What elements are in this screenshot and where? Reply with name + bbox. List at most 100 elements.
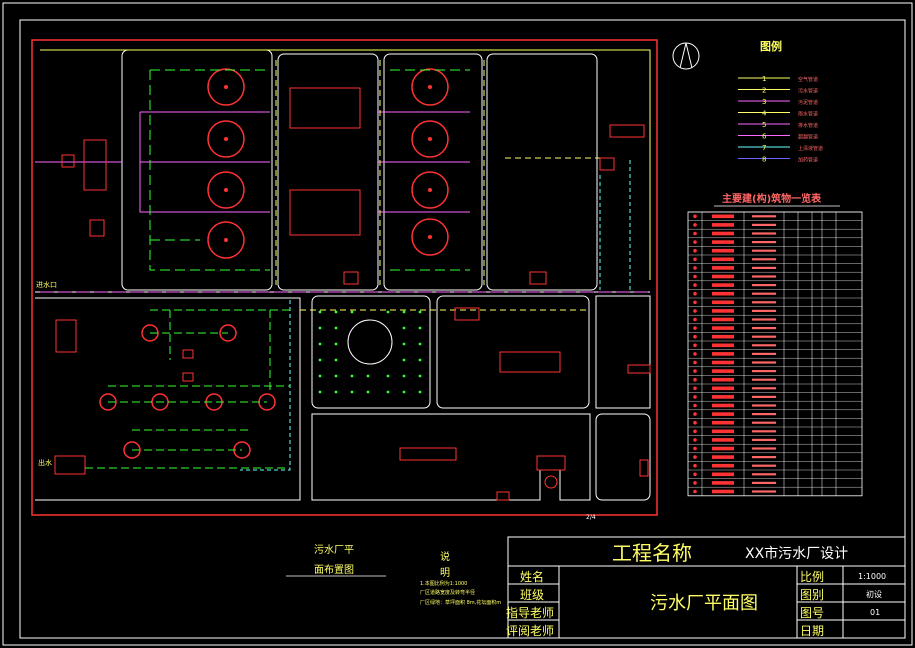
building-table-row-marker xyxy=(693,377,697,382)
sludge-pipes xyxy=(35,111,470,213)
drawing-title-line2: 面布置图 xyxy=(314,564,354,576)
building-table-row-size-cell xyxy=(752,275,776,278)
building-table-row-name-cell xyxy=(712,257,734,262)
building-table-row-size-cell xyxy=(752,223,776,226)
building-table-row-marker xyxy=(693,257,697,262)
legend-number-3: 3 xyxy=(762,98,766,106)
building-table-row-name-cell xyxy=(712,300,734,305)
building-table-row-size-cell xyxy=(752,490,776,493)
label-class: 班级 xyxy=(520,588,544,602)
building-table-row-name-cell xyxy=(712,283,734,287)
building-table-row-marker xyxy=(693,429,697,434)
label-scale: 比例 xyxy=(800,570,824,584)
building-table-row-marker xyxy=(693,403,697,408)
roads xyxy=(35,49,651,501)
notes-line-2: 厂区道路宽度及转弯半径 xyxy=(420,589,475,596)
building-table-row-size-cell xyxy=(752,447,776,450)
building-table-row-name-cell xyxy=(712,309,734,313)
project-label: 工程名称 xyxy=(612,541,692,565)
building-table-row-size-cell xyxy=(752,241,776,244)
building-table-row-size-cell xyxy=(752,352,776,355)
legend-label-6: 超越管道 xyxy=(798,134,818,141)
building-table-row-marker xyxy=(693,352,697,356)
north-arrow xyxy=(672,42,700,70)
building-table-row-size-cell xyxy=(752,456,776,459)
building-table-title: 主要建(构)筑物一览表 xyxy=(722,192,822,205)
legend-label-2: 污水管道 xyxy=(798,88,818,95)
building-table-row-marker xyxy=(693,274,697,279)
building-table-row-size-cell xyxy=(752,292,776,295)
building-table-row-name-cell xyxy=(712,481,734,485)
building-table-row-size-cell xyxy=(752,249,776,252)
building-table-row-size-cell xyxy=(752,309,776,312)
building-table-row-name-cell xyxy=(712,326,734,330)
boundary-utility-line xyxy=(40,49,651,280)
supernatant-pipes xyxy=(240,160,631,471)
value-scale: 1:1000 xyxy=(858,572,886,581)
label-date: 日期 xyxy=(800,624,824,638)
building-table-row-name-cell xyxy=(712,429,734,434)
bottom-dimension: 2/4 xyxy=(586,514,596,521)
building-table-row-size-cell xyxy=(752,361,776,364)
legend-label-3: 污泥管道 xyxy=(798,99,818,106)
building-table-row-name-cell xyxy=(712,377,734,382)
building-table-row-size-cell xyxy=(752,266,776,269)
building-table-row-marker xyxy=(693,395,697,399)
label-number: 图号 xyxy=(800,606,824,620)
building-table-row-name-cell xyxy=(712,360,734,365)
building-table-row-size-cell xyxy=(752,421,776,424)
building-table-row-size-cell xyxy=(752,438,776,441)
building-table-row-marker xyxy=(693,231,697,236)
value-number: 01 xyxy=(870,608,880,617)
pump-well xyxy=(544,475,558,489)
building-table-row-name-cell xyxy=(712,472,734,477)
legend-number-5: 5 xyxy=(762,121,766,129)
notes-title-1: 说 xyxy=(440,550,450,563)
building-table-row-marker xyxy=(693,240,697,244)
building-table-row-name-cell xyxy=(712,231,734,236)
building-table-row-name-cell xyxy=(712,420,734,425)
label-advisor: 指导老师 xyxy=(506,605,554,620)
building-table-row-marker xyxy=(693,248,697,253)
legend-number-4: 4 xyxy=(762,110,767,118)
building-table-row-marker xyxy=(693,309,697,313)
value-category: 初设 xyxy=(866,589,882,599)
legend-number-2: 2 xyxy=(762,87,766,95)
building-table-row-name-cell xyxy=(712,317,734,322)
building-table-row-marker xyxy=(693,223,697,227)
building-table-row-name-cell xyxy=(712,438,734,442)
building-table-row-marker xyxy=(693,326,697,330)
green-area xyxy=(318,310,422,394)
legend-label-1: 空气管道 xyxy=(798,76,818,83)
building-table-row-name-cell xyxy=(712,386,734,391)
building-table-row-name-cell xyxy=(712,352,734,356)
drawing-name: 污水厂平面图 xyxy=(650,593,758,614)
building-table-row-marker xyxy=(693,481,697,485)
building-table-row-name-cell xyxy=(712,240,734,244)
building-table-row-size-cell xyxy=(752,318,776,321)
building-table-row-name-cell xyxy=(712,446,734,451)
building-table-row-size-cell xyxy=(752,284,776,287)
buildings xyxy=(54,87,651,501)
legend-number-7: 7 xyxy=(762,144,766,152)
building-table-row-size-cell xyxy=(752,258,776,261)
building-table-row-name-cell xyxy=(712,343,734,348)
building-table-row-name-cell xyxy=(712,463,734,468)
building-table-row-name-cell xyxy=(712,395,734,399)
building-table-row-name-cell xyxy=(712,274,734,279)
notes-line-1: 1.本图比例为1:1000 xyxy=(420,580,467,587)
site-boundary xyxy=(31,39,658,516)
building-table-row-marker xyxy=(693,420,697,425)
building-table-row-size-cell xyxy=(752,301,776,304)
building-table-row-name-cell xyxy=(712,223,734,227)
building-table-row-size-cell xyxy=(752,335,776,338)
building-table-row-size-cell xyxy=(752,464,776,467)
building-table-row-marker xyxy=(693,334,697,339)
building-table-row-marker xyxy=(693,412,697,416)
building-table-row-size-cell xyxy=(752,378,776,381)
label-reviewer: 评阅老师 xyxy=(506,624,554,638)
legend-number-8: 8 xyxy=(762,156,766,164)
building-table-row-marker xyxy=(693,360,697,365)
building-table-row-marker xyxy=(693,489,697,494)
